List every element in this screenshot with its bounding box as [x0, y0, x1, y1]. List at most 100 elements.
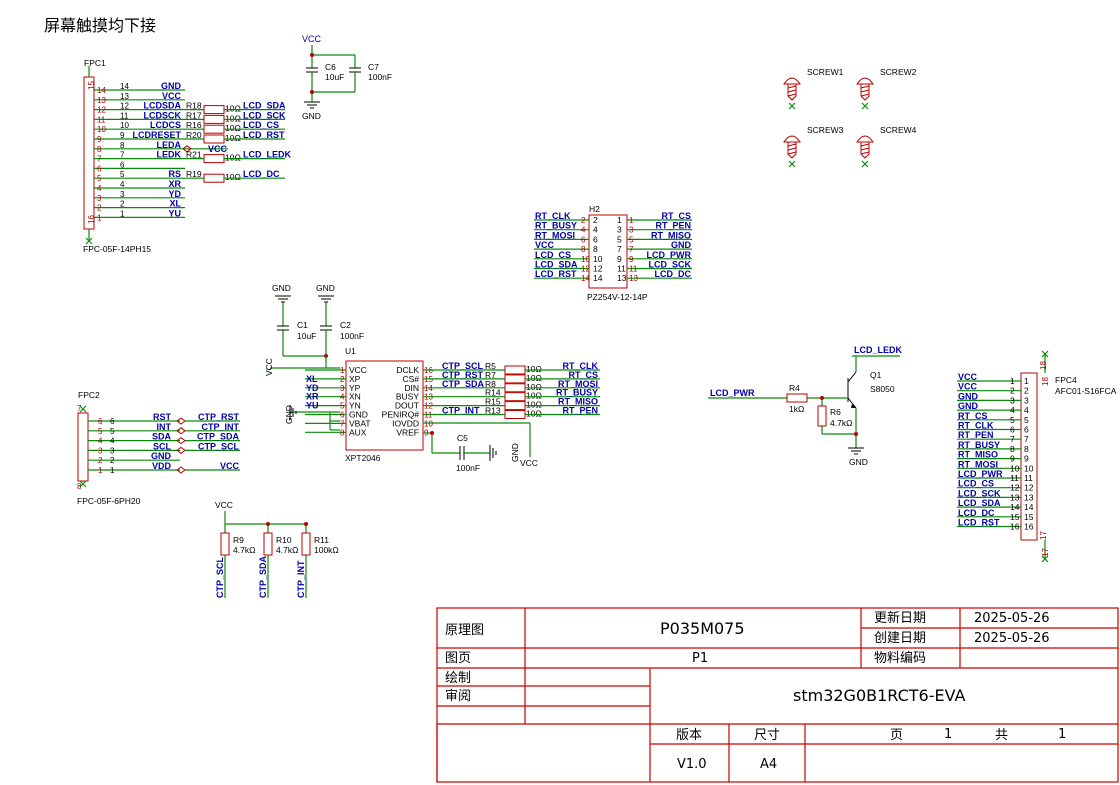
fpc1-resistor-ref: R18: [186, 101, 202, 111]
u1-out-net: RT_BUSY: [556, 388, 598, 398]
u1-pin-name: VCC: [349, 365, 367, 375]
fpc4-net-label: LCD_PWR: [958, 469, 1003, 479]
u1-pin-number: 7: [340, 419, 345, 428]
page-value: 1: [944, 727, 952, 742]
fpc4-pin-number: 14: [1010, 502, 1020, 512]
total-label: 共: [995, 728, 1008, 743]
no-connect-mark: [79, 405, 87, 413]
fpc1-net-label: GND: [161, 81, 182, 91]
fpc2-pin-number: 1: [98, 466, 103, 475]
fpc4-pin-number: 9: [1024, 454, 1029, 464]
fpc2-out-net: VCC: [220, 461, 240, 471]
fpc2-out-net: CTP_INT: [201, 422, 239, 432]
u1-pin-number: 2: [340, 375, 345, 384]
fpc1-pin-number: 4: [97, 184, 102, 193]
fpc1-net-label: VCC: [162, 91, 182, 101]
fpc1-pin-number: 11: [97, 115, 106, 124]
h2-pin-number: 7: [617, 244, 622, 254]
u1-pin-number: 10: [424, 419, 433, 428]
gnd-label: GND: [284, 405, 294, 424]
vcc-label: VCC: [215, 500, 233, 510]
fpc4-net-label: LCD_SDA: [958, 498, 1001, 508]
h2-left-net: VCC: [535, 240, 555, 250]
c2-label: C2: [340, 320, 351, 330]
fpc1-out-net: LCD_RST: [243, 130, 285, 140]
screw-label: SCREW3: [807, 125, 844, 135]
title-block: 原理图 P035M075 更新日期 2025-05-26 创建日期 2025-0…: [436, 607, 1119, 783]
h2-pin-number: 14: [593, 273, 603, 283]
u1-right-net: CTP_INT: [442, 406, 480, 416]
fpc1-out-net: LCD_CS: [243, 120, 279, 130]
fpc4-net-label: GND: [958, 401, 979, 411]
u1-resistor: [504, 374, 526, 384]
u1-resistor-value: 10Ω: [526, 391, 542, 401]
fpc1-resistor-ref: R17: [186, 110, 202, 120]
fpc1-net-label: LCDSCK: [144, 110, 182, 120]
h2-pin-number: 12: [581, 265, 590, 274]
fpc2-footprint: FPC-05F-6PH20: [77, 496, 141, 506]
fpc4-pin-number: 13: [1024, 492, 1034, 502]
r6-value: 4.7kΩ: [830, 418, 852, 428]
fpc4-pin-number: 13: [1010, 492, 1020, 502]
schematic-name: P035M075: [660, 619, 745, 638]
fpc1-net-label: LCDCS: [150, 120, 181, 130]
h2-pin-number: 11: [629, 265, 638, 274]
fpc1-pin-number: 2: [120, 200, 125, 209]
fpc1-resistor-ref: R16: [186, 120, 202, 130]
board-name: stm32G0B1RCT6-EVA: [793, 686, 966, 705]
u1-resistor: [504, 392, 526, 402]
u1-left-net: XR: [306, 392, 319, 402]
no-connect-mark: [1041, 350, 1049, 358]
h2-right-net: RT_PEN: [655, 221, 691, 231]
fpc1-pin-number: 8: [120, 141, 125, 150]
u1-right-net: CTP_SCL: [442, 361, 484, 371]
version-value: V1.0: [677, 757, 707, 772]
screw-head-icon: [856, 135, 874, 143]
u1-pin-name: DIN: [404, 383, 419, 393]
vcc-label: VCC: [264, 358, 274, 376]
fpc1-resistor-value: 10Ω: [225, 133, 241, 143]
pullup-resistor: [301, 532, 311, 556]
u1-out-net: RT_CLK: [563, 361, 599, 371]
h2-left-net: LCD_SDA: [535, 260, 578, 270]
u1-left-net: YD: [306, 383, 319, 393]
u1-resistor-ref: R13: [485, 406, 501, 416]
h2-pin-number: 9: [629, 255, 634, 264]
no-connect-mark: [861, 160, 869, 168]
gnd-label: GND: [272, 283, 291, 293]
h2-pin-number: 10: [593, 254, 603, 264]
u1-out-net: RT_CS: [568, 370, 598, 380]
u1-pin-name: AUX: [349, 427, 367, 437]
h2-left-net: RT_CLK: [535, 211, 571, 221]
fpc4-net-label: VCC: [958, 372, 978, 382]
u1-part: XPT2046: [345, 453, 381, 463]
u1-resistor-ref: R5: [485, 361, 496, 371]
u1-pin-name: PENIRQ#: [382, 410, 420, 420]
fpc1-pin-number: 14: [97, 86, 106, 95]
fpc2-net-label: SCL: [153, 441, 172, 451]
u1-resistor-ref: R8: [485, 379, 496, 389]
fpc2-out-net: CTP_SDA: [197, 432, 240, 442]
u1-pin-name: YN: [349, 401, 361, 411]
h2-pin-number: 3: [629, 226, 634, 235]
version-label: 版本: [676, 728, 702, 743]
fpc2-net-label: GND: [151, 451, 172, 461]
fpc4-pin-number: 16: [1024, 522, 1034, 532]
u1-pin-number: 3: [340, 384, 345, 393]
u1-pin-number: 1: [340, 366, 345, 375]
h2-left-net: RT_MOSI: [535, 230, 575, 240]
u1-pin-name: BUSY: [396, 392, 419, 402]
fpc4-mount-bottom-alt: 17: [1041, 548, 1050, 557]
gnd-label: GND: [510, 443, 520, 462]
decoupling-c1-c2: GND GND C1 10uF C2 100nF VCC GND: [264, 283, 364, 431]
u1-pin-name: GND: [349, 410, 368, 420]
gnd-label: GND: [316, 283, 335, 293]
fpc1-resistor: [203, 105, 225, 115]
u1-right-net: CTP_RST: [442, 370, 484, 380]
u1-out-net: RT_MOSI: [558, 379, 598, 389]
h2-right-net: LCD_DC: [654, 269, 691, 279]
u1-resistor-value: 10Ω: [526, 382, 542, 392]
r4-label: R4: [789, 383, 800, 393]
